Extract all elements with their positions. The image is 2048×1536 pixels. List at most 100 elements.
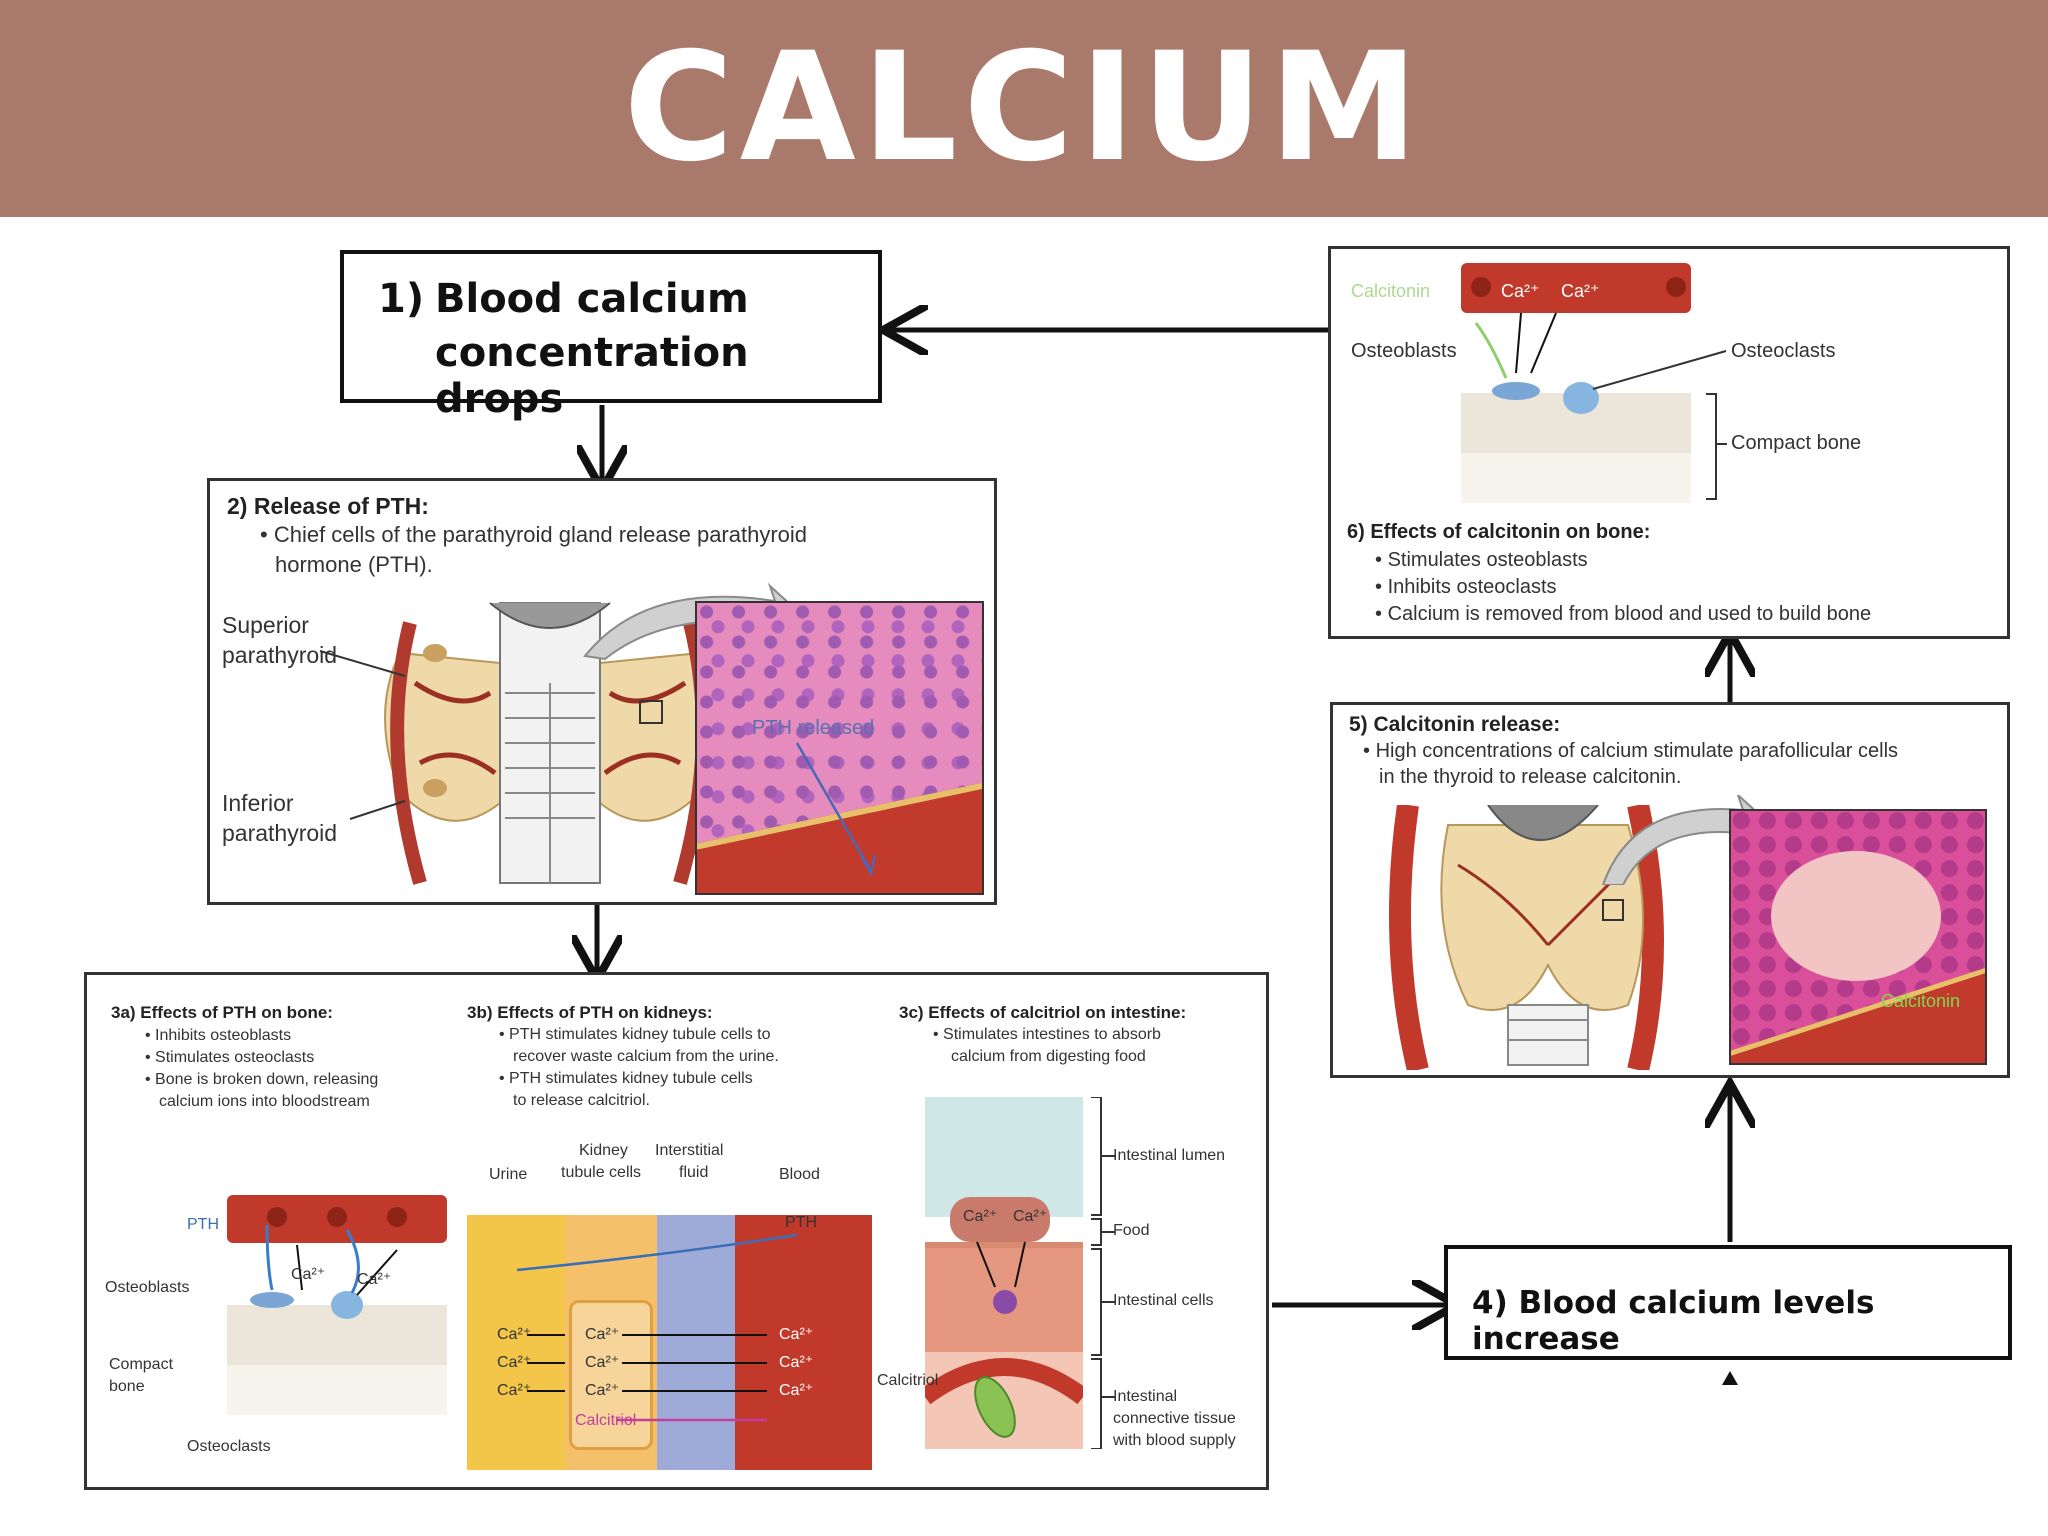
step3a-title: 3a) Effects of PTH on bone: [111,1003,333,1022]
step1-line2: concentration drops [435,330,749,422]
label-compact-3a-1: Compact [109,1356,174,1373]
calcitonin-inset-label: Calcitonin [1881,991,1961,1011]
label-lumen: Intestinal lumen [1113,1147,1226,1164]
calcitonin-inset-image: Calcitonin [1729,809,1987,1065]
col-interstitial-2: fluid [679,1164,709,1181]
step5-title: 5) Calcitonin release: [1349,713,1561,736]
step6-bullet: Calcium is removed from blood and used t… [1375,601,1872,628]
label-osteoclasts-3a: Osteoclasts [187,1438,271,1455]
label-conn-3: with blood supply [1113,1432,1236,1449]
step5-bullet-line2: in the thyroid to release calcitonin. [1379,766,1682,788]
intestine-diagram: Ca²⁺ Ca²⁺ [925,1097,1083,1449]
ion-cell: Ca²⁺ [585,1326,620,1343]
ion-blood: Ca²⁺ [779,1354,814,1371]
bone-pth-illustration [227,1195,447,1415]
label-pth-3a: PTH [187,1216,219,1233]
step3b-b2-l1: • PTH stimulates kidney tubule cells [499,1070,753,1087]
step3b-b1-l1: • PTH stimulates kidney tubule cells to [499,1026,771,1043]
step6-title: 6) Effects of calcitonin on bone: [1347,521,1651,543]
ion-food: Ca²⁺ [1013,1208,1048,1225]
ion-urine: Ca²⁺ [497,1382,532,1399]
label-osteoblasts-6: Osteoblasts [1351,340,1457,362]
follicle-lumen [1771,851,1941,981]
label-osteoblasts-3a: Osteoblasts [105,1279,190,1296]
col-interstitial-1: Interstitial [655,1142,724,1159]
step6-bullet: Inhibits osteoclasts [1375,574,1871,601]
ion-cell: Ca²⁺ [585,1354,620,1371]
kidney-pth-label: PTH [785,1214,817,1231]
ion-cell: Ca²⁺ [585,1382,620,1399]
ion-food: Ca²⁺ [963,1208,998,1225]
calcitriol-intestine-label: Calcitriol [877,1372,939,1389]
urine-region [467,1215,565,1470]
step3a-bullet: Bone is broken down, releasing [145,1069,378,1091]
ion-urine: Ca²⁺ [497,1326,532,1343]
pth-inset-image: PTH released [695,601,984,895]
step3c-b1-l2: calcium from digesting food [951,1048,1146,1065]
label-ca-6-1: Ca²⁺ [1501,281,1540,301]
label-ca-6-2: Ca²⁺ [1561,281,1600,301]
step2-panel: 2) Release of PTH: • Chief cells of the … [207,478,997,905]
label-inferior-1: Inferior [222,790,294,816]
step3a-bullet3-cont: calcium ions into bloodstream [159,1093,370,1110]
step3c-title: 3c) Effects of calcitriol on intestine: [899,1003,1187,1022]
col-kidney-2: tubule cells [561,1164,642,1181]
thyroid-calcitonin-illustration [1389,805,1664,1070]
ion-blood: Ca²⁺ [779,1382,814,1399]
kidney-arrows [516,1233,798,1422]
kidney-diagram: PTH Ca²⁺ Ca²⁺ Ca²⁺ Ca²⁺ Ca²⁺ Ca²⁺ Ca²⁺ C… [467,1214,872,1470]
step1-box: 1) Blood calcium concentration drops [340,250,882,422]
step3a-bullet: Stimulates osteoclasts [145,1047,378,1069]
pointer-lines-step2 [319,650,406,820]
label-ca-3a-2: Ca²⁺ [357,1271,392,1288]
step2-title: 2) Release of PTH: [227,493,429,519]
step3a-bullet: Inhibits osteoblasts [145,1025,378,1047]
pth-released-arrow [795,742,877,877]
label-food: Food [1113,1222,1150,1239]
label-calcitonin-6: Calcitonin [1351,281,1431,301]
label-conn-1: Intestinal [1113,1388,1178,1405]
step4-text: 4) Blood calcium levels increase [1472,1285,1875,1357]
step1-number: 1) [378,276,425,322]
step4-box: 4) Blood calcium levels increase [1444,1245,2012,1360]
step2-bullet-line1: • Chief cells of the parathyroid gland r… [260,522,808,547]
small-triangle-mark [1722,1371,1738,1385]
intestine-vessels [925,1241,1083,1438]
pth-released-label: PTH released [752,717,875,739]
step3b-b2-l2: to release calcitriol. [513,1092,650,1109]
intestine-brackets [1091,1097,1115,1449]
tubule-cell [569,1300,653,1450]
bone-calcitonin-illustration [1461,263,1691,503]
label-conn-2: connective tissue [1113,1410,1236,1427]
label-intestinal-cells: Intestinal cells [1113,1292,1214,1309]
food-blob [950,1197,1050,1242]
label-inferior-2: parathyroid [222,820,338,846]
label-osteoclasts-6: Osteoclasts [1731,340,1836,362]
ion-blood: Ca²⁺ [779,1326,814,1343]
ion-urine: Ca²⁺ [497,1354,532,1371]
label-compact-bone-6: Compact bone [1731,432,1862,454]
step6-bullets: Stimulates osteoblasts Inhibits osteocla… [1375,547,1872,628]
step6-panel: Calcitonin Ca²⁺ Ca²⁺ Osteoblasts Osteocl… [1328,246,2010,639]
col-urine: Urine [489,1166,528,1183]
col-blood: Blood [779,1166,820,1183]
step6-bullet: Stimulates osteoblasts [1375,547,1871,574]
step3b-title: 3b) Effects of PTH on kidneys: [467,1003,713,1022]
step3b-b1-l2: recover waste calcium from the urine. [513,1048,779,1065]
step5-bullet-line1: • High concentrations of calcium stimula… [1363,740,1899,762]
label-ca-3a-1: Ca²⁺ [291,1266,326,1283]
step3-panel: 3a) Effects of PTH on bone: Inhibits ost… [84,972,1269,1490]
calcitriol-kidney-label: Calcitriol [575,1412,637,1429]
blood-region [735,1215,872,1470]
thyroid-illustration [384,602,716,885]
label-compact-3a-2: bone [109,1378,145,1395]
label-superior-1: Superior [222,612,309,638]
interstitial-region [657,1215,735,1470]
step5-panel: 5) Calcitonin release: • High concentrat… [1330,702,2010,1078]
label-superior-2: parathyroid [222,642,338,668]
step2-bullet-line2: hormone (PTH). [275,552,433,577]
step3c-b1-l1: • Stimulates intestines to absorb [933,1026,1161,1043]
pointer-lines-step6 [1592,350,1727,500]
step3a-bullets: Inhibits osteoblasts Stimulates osteocla… [145,1025,378,1091]
